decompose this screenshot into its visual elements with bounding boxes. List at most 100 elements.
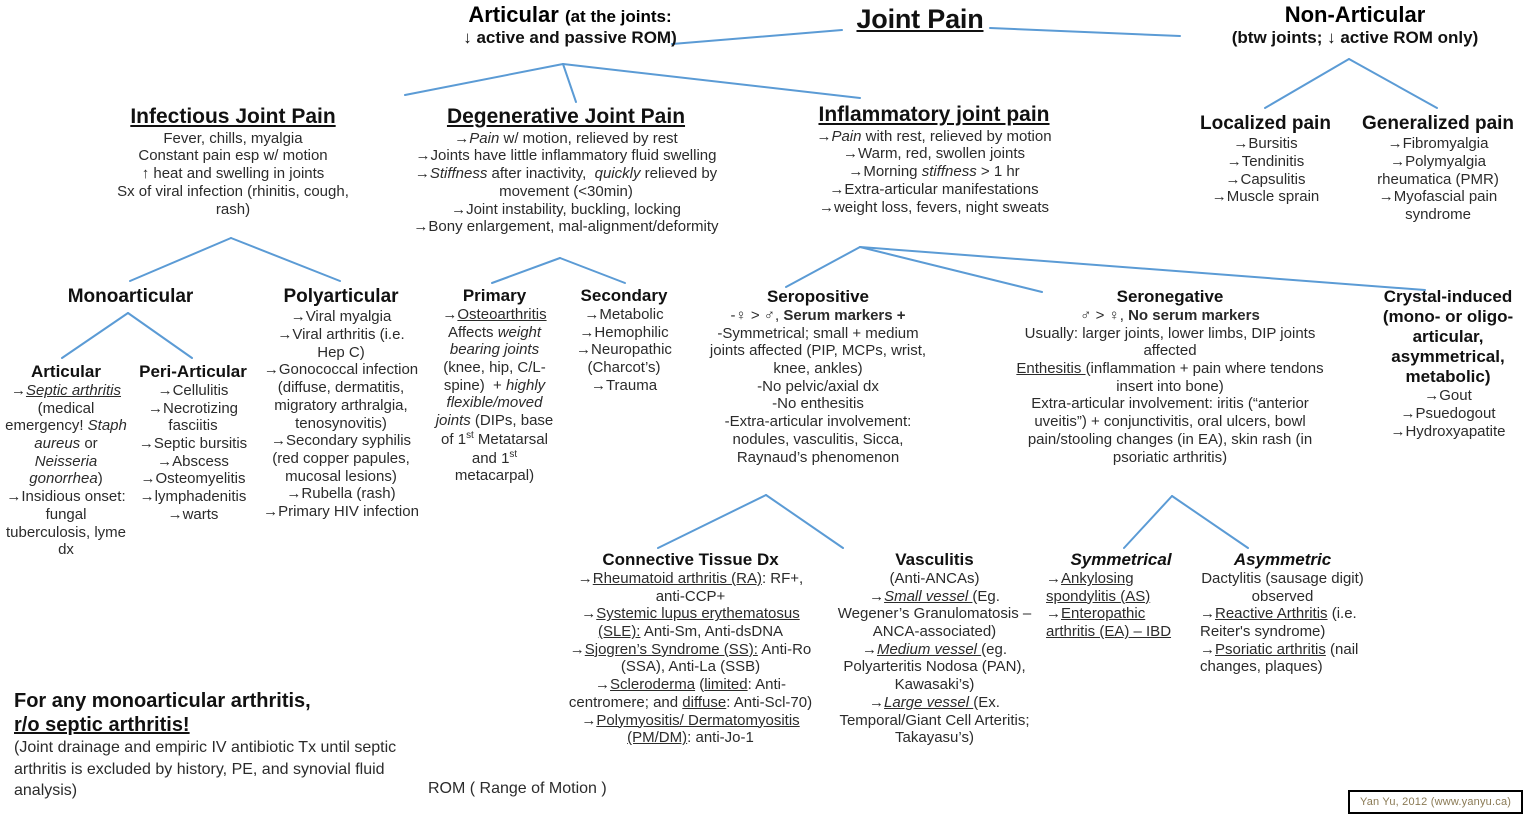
polyarticular-item-1: →Viral arthritis (i.e. Hep C) — [277, 326, 405, 361]
peri-articular-item-0: →Cellulitis — [157, 382, 229, 400]
rom-legend-text: ROM ( Range of Motion ) — [428, 780, 607, 797]
asymmetric-item-2: →Psoriatic arthritis (nail changes, plaq… — [1200, 640, 1359, 676]
degenerative-line-2: →Stiffness after inactivity, quickly rel… — [414, 165, 718, 200]
infectious-line-1: Constant pain esp w/ motion — [138, 147, 328, 165]
crystal-subtitle: (mono- or oligo-articular, asymmetrical,… — [1382, 307, 1514, 387]
crystal-item-2: →Hydroxyapatite — [1390, 422, 1506, 440]
node-polyarticular: Polyarticular →Viral myalgia →Viral arth… — [263, 286, 419, 521]
inflammatory-line-3: →Extra-articular manifestations — [829, 180, 1039, 198]
asymmetric-title: Asymmetric — [1233, 550, 1332, 569]
node-secondary: Secondary →Metabolic →Hemophilic →Neurop… — [562, 286, 686, 394]
generalized-pain-item-2: →Myofascial pain syndrome — [1378, 188, 1498, 224]
symmetrical-item-1: →Enteropathic arthritis (EA) – IBD — [1046, 605, 1172, 641]
asymmetric-item-0: Dactylitis (sausage digit) observed — [1201, 570, 1364, 605]
node-monoarticular: Monoarticular — [48, 286, 213, 308]
node-crystal-induced: Crystal-induced (mono- or oligo-articula… — [1363, 287, 1533, 440]
node-connective-tissue-dx: Connective Tissue Dx →Rheumatoid arthrit… — [568, 550, 813, 747]
node-asymmetric: Asymmetric Dactylitis (sausage digit) ob… — [1200, 550, 1365, 676]
infectious-title: Infectious Joint Pain — [130, 105, 336, 128]
seronegative-line-2: Enthesitis (inflammation + pain where te… — [1016, 360, 1324, 395]
generalized-pain-title: Generalized pain — [1361, 113, 1515, 134]
infectious-line-0: Fever, chills, myalgia — [163, 129, 303, 147]
inflammatory-title: Inflammatory joint pain — [818, 103, 1050, 126]
node-degenerative-joint-pain: Degenerative Joint Pain →Pain w/ motion,… — [393, 105, 739, 236]
peri-articular-item-4: →Osteomyelitis — [140, 470, 246, 488]
vasculitis-item-3: →Large vessel (Ex. Temporal/Giant Cell A… — [839, 693, 1030, 747]
seronegative-line-3: Extra-articular involvement: iritis (“an… — [1027, 395, 1313, 466]
degenerative-line-1: →Joints have little inflammatory fluid s… — [415, 147, 717, 165]
peri-articular-title: Peri-Articular — [139, 362, 247, 381]
branch-non-articular: Non-Articular (btw joints; ↓ active ROM … — [1190, 2, 1520, 48]
vasculitis-item-2: →Medium vessel (eg. Polyarteritis Nodosa… — [843, 640, 1026, 694]
articular-title: Articular — [468, 2, 559, 27]
secondary-title: Secondary — [580, 286, 668, 305]
vasculitis-item-1: →Small vessel (Eg. Wegener’s Granulomato… — [837, 587, 1032, 641]
node-primary: Primary →Osteoarthritis Affects weight b… — [432, 286, 557, 485]
crystal-item-0: →Gout — [1424, 387, 1472, 405]
note-septic-arthritis: For any monoarticular arthritis, r/o sep… — [14, 690, 414, 802]
crystal-item-1: →Psuedogout — [1400, 404, 1496, 422]
credit-badge: Yan Yu, 2012 (www.yanyu.ca) — [1348, 790, 1524, 814]
connective-item-1: →Systemic lupus erythematosus (SLE): Ant… — [581, 605, 800, 641]
branch-articular: Articular (at the joints: ↓ active and p… — [440, 2, 700, 48]
polyarticular-item-5: →Primary HIV infection — [263, 502, 419, 520]
degenerative-line-0: →Pain w/ motion, relieved by rest — [454, 129, 678, 147]
connective-item-2: →Sjogren’s Syndrome (SS): Anti-Ro (SSA),… — [569, 640, 812, 676]
secondary-item-3: →Trauma — [590, 376, 658, 394]
root-label: Joint Pain — [856, 4, 984, 34]
degenerative-title: Degenerative Joint Pain — [446, 105, 686, 128]
rom-legend: ROM ( Range of Motion ) — [428, 780, 648, 799]
primary-text: →Osteoarthritis Affects weight bearing j… — [435, 306, 554, 485]
node-mono-articular: Articular →Septic arthritis (medical eme… — [5, 362, 127, 559]
vasculitis-item-0: (Anti-ANCAs) — [889, 570, 980, 588]
secondary-item-1: →Hemophilic — [579, 323, 669, 341]
inflammatory-line-0: →Pain with rest, relieved by motion — [816, 127, 1052, 145]
seronegative-title: Seronegative — [1116, 287, 1224, 306]
polyarticular-item-3: →Secondary syphilis (red copper papules,… — [270, 432, 412, 485]
secondary-item-0: →Metabolic — [584, 306, 664, 324]
symmetrical-item-0: →Ankylosing spondylitis (AS) — [1046, 570, 1151, 605]
crystal-title: Crystal-induced — [1383, 287, 1513, 306]
root-title: Joint Pain — [820, 4, 1020, 36]
infectious-line-2: ↑ heat and swelling in joints — [141, 165, 325, 183]
seropositive-line-2: -No pelvic/axial dx — [757, 377, 879, 395]
mono-articular-title: Articular — [31, 362, 101, 381]
peri-articular-item-2: →Septic bursitis — [138, 435, 248, 453]
connective-item-3: →Scleroderma (limited: Anti-centromere; … — [568, 676, 813, 711]
seropositive-line-4: -Extra-articular involvement: nodules, v… — [724, 413, 912, 466]
symmetrical-title: Symmetrical — [1070, 550, 1172, 569]
articular-subtitle: (at the joints: — [564, 7, 672, 26]
seronegative-line-0: ♂ > ♀, No serum markers — [1080, 307, 1260, 325]
node-peri-articular: Peri-Articular →Cellulitis →Necrotizing … — [128, 362, 258, 524]
vasculitis-title: Vasculitis — [895, 550, 974, 569]
node-inflammatory-joint-pain: Inflammatory joint pain →Pain with rest,… — [790, 103, 1078, 216]
non-articular-title: Non-Articular — [1284, 2, 1426, 27]
inflammatory-line-2: →Morning stiffness > 1 hr — [848, 163, 1020, 181]
generalized-pain-item-0: →Fibromyalgia — [1387, 135, 1489, 153]
note-body: (Joint drainage and empiric IV antibioti… — [14, 739, 397, 800]
connective-item-4: →Polymyositis/ Dermatomyositis (PM/DM): … — [581, 711, 800, 747]
node-vasculitis: Vasculitis (Anti-ANCAs) →Small vessel (E… — [832, 550, 1037, 747]
degenerative-line-4: →Bony enlargement, mal-alignment/deformi… — [413, 218, 719, 236]
infectious-line-3: Sx of viral infection (rhinitis, cough, … — [117, 182, 349, 218]
inflammatory-line-4: →weight loss, fevers, night sweats — [818, 198, 1050, 216]
localized-pain-item-1: →Tendinitis — [1226, 153, 1305, 171]
localized-pain-item-2: →Capsulitis — [1225, 170, 1306, 188]
polyarticular-item-4: →Rubella (rash) — [286, 485, 396, 503]
node-generalized-pain: Generalized pain →Fibromyalgia →Polymyal… — [1352, 113, 1524, 224]
seropositive-line-0: -♀ > ♂, Serum markers + — [730, 307, 906, 325]
peri-articular-item-6: →warts — [167, 505, 219, 523]
node-seronegative: Seronegative ♂ > ♀, No serum markers Usu… — [1005, 287, 1335, 466]
polyarticular-title: Polyarticular — [283, 286, 399, 307]
note-heading-2: r/o septic arthritis! — [14, 713, 190, 736]
inflammatory-line-1: →Warm, red, swollen joints — [843, 145, 1025, 163]
localized-pain-item-3: →Muscle sprain — [1211, 188, 1320, 206]
polyarticular-item-0: →Viral myalgia — [290, 308, 392, 326]
connective-title: Connective Tissue Dx — [602, 550, 779, 569]
polyarticular-item-2: →Gonococcal infection (diffuse, dermatit… — [263, 361, 419, 432]
peri-articular-item-5: →lymphadenitis — [139, 488, 247, 506]
node-symmetrical: Symmetrical →Ankylosing spondylitis (AS)… — [1046, 550, 1196, 641]
monoarticular-title: Monoarticular — [67, 286, 194, 307]
mono-articular-text: →Septic arthritis (medical emergency! St… — [5, 382, 127, 559]
seropositive-line-3: -No enthesitis — [772, 395, 864, 413]
